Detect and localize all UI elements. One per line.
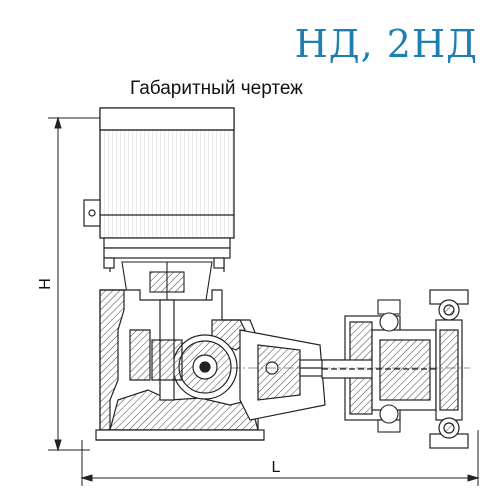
height-dimension: [48, 116, 105, 452]
page-title: НД, 2НД: [294, 22, 478, 66]
coupling: [121, 261, 213, 310]
length-label: L: [272, 459, 281, 476]
length-dimension: [80, 430, 480, 486]
pump-head: [429, 289, 469, 449]
plunger-housing: [321, 315, 463, 421]
height-label: H: [37, 278, 54, 290]
auxiliary-valve: [377, 299, 401, 433]
motor: [83, 107, 235, 272]
drawing-subtitle: Габаритный чертеж: [130, 78, 303, 99]
worm-gear: [151, 299, 238, 401]
